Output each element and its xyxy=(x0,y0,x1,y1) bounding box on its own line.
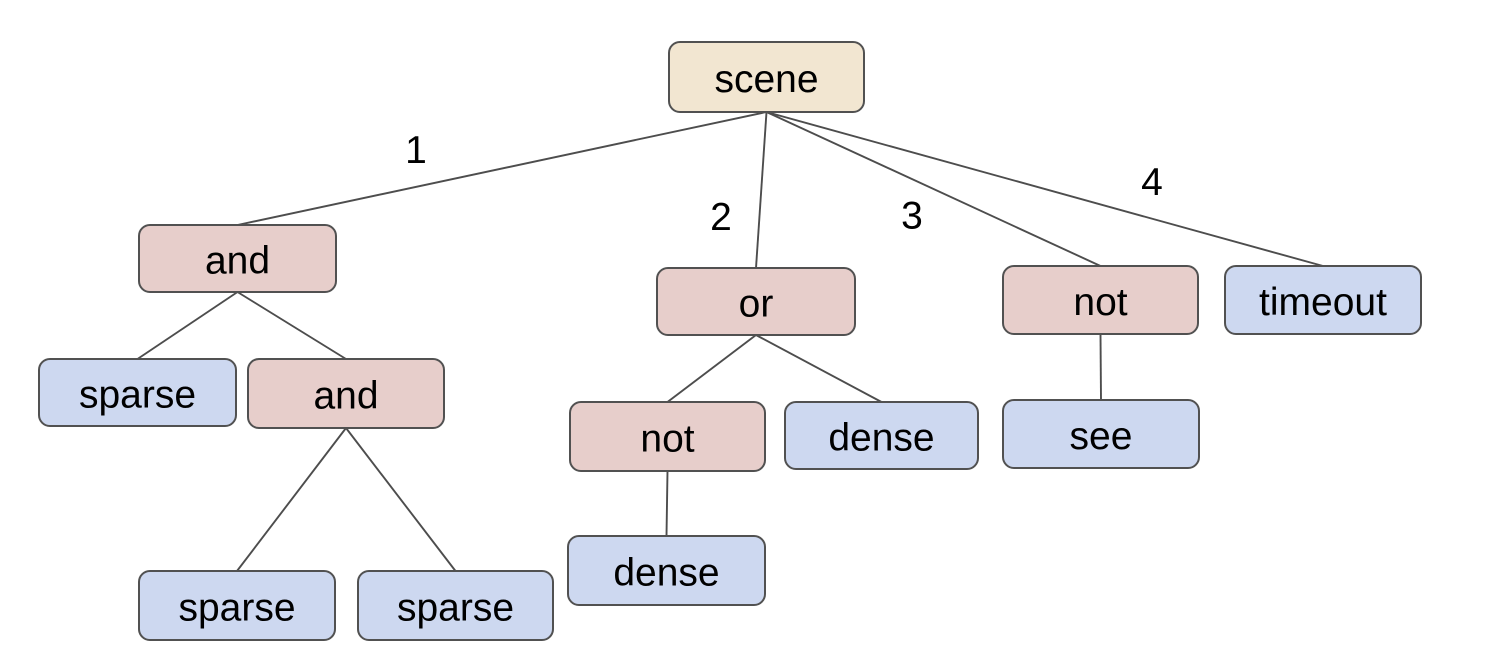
svg-text:scene: scene xyxy=(714,58,818,101)
svg-text:1: 1 xyxy=(405,129,427,172)
svg-text:4: 4 xyxy=(1141,161,1163,204)
svg-text:dense: dense xyxy=(828,417,934,460)
svg-text:sparse: sparse xyxy=(397,587,514,630)
svg-text:see: see xyxy=(1070,415,1133,458)
svg-text:sparse: sparse xyxy=(178,587,295,630)
svg-text:or: or xyxy=(739,283,774,326)
svg-text:and: and xyxy=(205,240,270,283)
svg-text:sparse: sparse xyxy=(79,374,196,417)
svg-text:dense: dense xyxy=(613,552,719,595)
svg-text:2: 2 xyxy=(710,196,732,239)
svg-text:not: not xyxy=(640,418,694,461)
svg-text:timeout: timeout xyxy=(1259,281,1387,324)
svg-text:not: not xyxy=(1073,281,1127,324)
svg-text:3: 3 xyxy=(901,195,923,238)
svg-text:and: and xyxy=(313,375,378,418)
